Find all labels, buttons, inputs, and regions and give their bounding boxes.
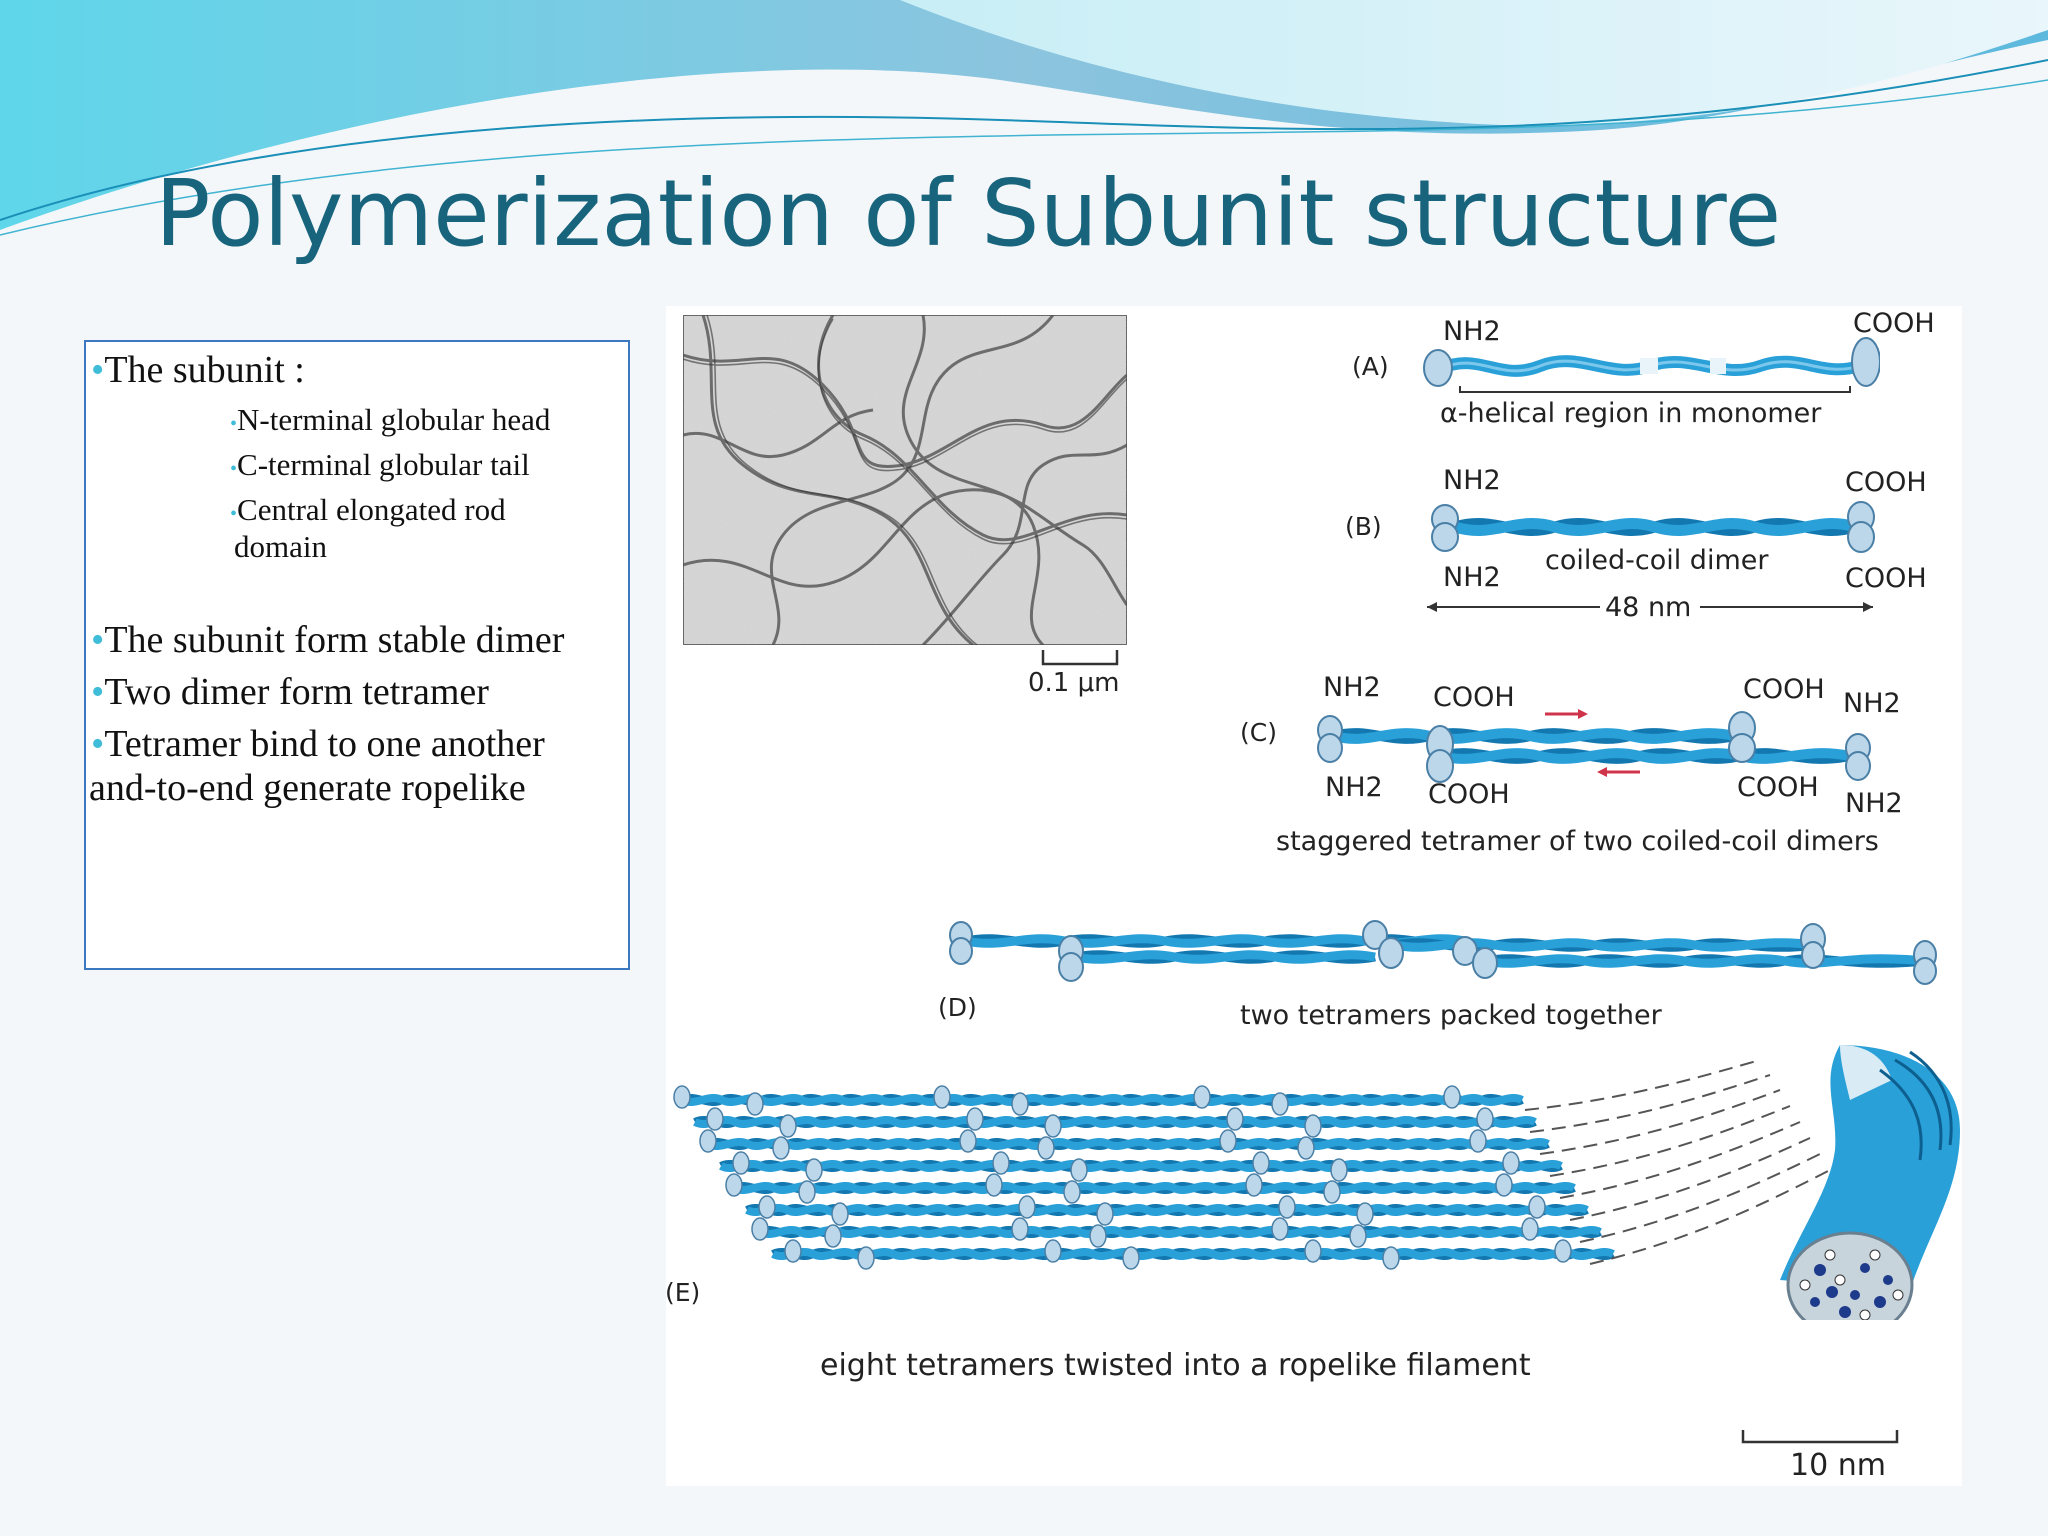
panel-e-caption: eight tetramers twisted into a ropelike … xyxy=(820,1348,1531,1383)
panel-c-tag: (C) xyxy=(1240,718,1277,747)
sub-bullet-item: •Central elongated rod xyxy=(230,492,506,527)
tetramer-row xyxy=(771,1239,1615,1270)
tetramer-row xyxy=(673,1085,1524,1116)
panel-c-cooh-tr: COOH xyxy=(1743,674,1825,705)
panel-b-nh2-bottom: NH2 xyxy=(1443,562,1501,593)
sub-bullet-item: •C-terminal globular tail xyxy=(230,447,530,482)
panel-a-tag: (A) xyxy=(1352,352,1389,381)
micrograph-scale-bar xyxy=(1041,650,1119,666)
panel-c-cooh-tl: COOH xyxy=(1433,682,1515,713)
tetramer-row xyxy=(745,1195,1589,1226)
tetramer-row xyxy=(751,1217,1602,1248)
panel-d-tag: (D) xyxy=(938,993,977,1022)
rope-filament-diagram xyxy=(673,1045,1960,1320)
packed-tetramers-diagram xyxy=(949,920,1937,985)
panel-e-scale-label: 10 nm xyxy=(1790,1448,1886,1483)
header-wave xyxy=(0,0,2048,236)
bullet-item: •The subunit : xyxy=(91,349,305,391)
tetramer-row xyxy=(719,1151,1563,1182)
bullet-continuation: and-to-end generate ropelike xyxy=(89,767,526,809)
panel-b-cooh-top: COOH xyxy=(1845,467,1927,498)
panel-e-tag: (E) xyxy=(665,1278,701,1307)
tetramer-row xyxy=(725,1173,1576,1204)
filament-scale-bar xyxy=(1741,1430,1899,1444)
bullet-item: •The subunit form stable dimer xyxy=(91,619,565,661)
bullet-textbox: •The subunit : •N-terminal globular head… xyxy=(84,340,630,970)
panel-b-tag: (B) xyxy=(1345,512,1382,541)
panel-c-nh2-tr: NH2 xyxy=(1843,688,1901,719)
panel-c-caption: staggered tetramer of two coiled-coil di… xyxy=(1276,826,1879,857)
dimer-diagram xyxy=(1427,501,1875,612)
panel-a-nh2: NH2 xyxy=(1443,316,1501,347)
panel-b-nh2-top: NH2 xyxy=(1443,465,1501,496)
bullet-item: •Tetramer bind to one another xyxy=(91,723,545,765)
electron-micrograph xyxy=(683,315,1127,645)
monomer-diagram xyxy=(1423,337,1880,393)
panel-b-cooh-bottom: COOH xyxy=(1845,563,1927,594)
panel-a-caption: α-helical region in monomer xyxy=(1440,398,1822,429)
panel-c-cooh-br: COOH xyxy=(1737,772,1819,803)
panel-c-nh2-br: NH2 xyxy=(1845,788,1903,819)
tetramer-row xyxy=(693,1107,1537,1138)
panel-b-length: 48 nm xyxy=(1605,592,1692,623)
panel-c-cooh-bl: COOH xyxy=(1428,779,1510,810)
panel-b-caption: coiled-coil dimer xyxy=(1545,545,1769,576)
tetramer-rows xyxy=(673,1085,1615,1270)
slide-title: Polymerization of Subunit structure xyxy=(155,160,1782,267)
panel-c-nh2-tl: NH2 xyxy=(1323,672,1381,703)
panel-d-caption: two tetramers packed together xyxy=(1240,1000,1662,1031)
sub-bullet-item: •N-terminal globular head xyxy=(230,402,551,437)
panel-c-nh2-bl: NH2 xyxy=(1325,772,1383,803)
bullet-item: •Two dimer form tetramer xyxy=(91,671,489,713)
tetramer-row xyxy=(699,1129,1550,1160)
micrograph-scale-label: 0.1 μm xyxy=(1028,668,1120,698)
panel-a-cooh: COOH xyxy=(1853,308,1935,339)
sub-bullet-continuation: domain xyxy=(234,529,327,564)
tetramer-diagram xyxy=(1317,709,1871,783)
